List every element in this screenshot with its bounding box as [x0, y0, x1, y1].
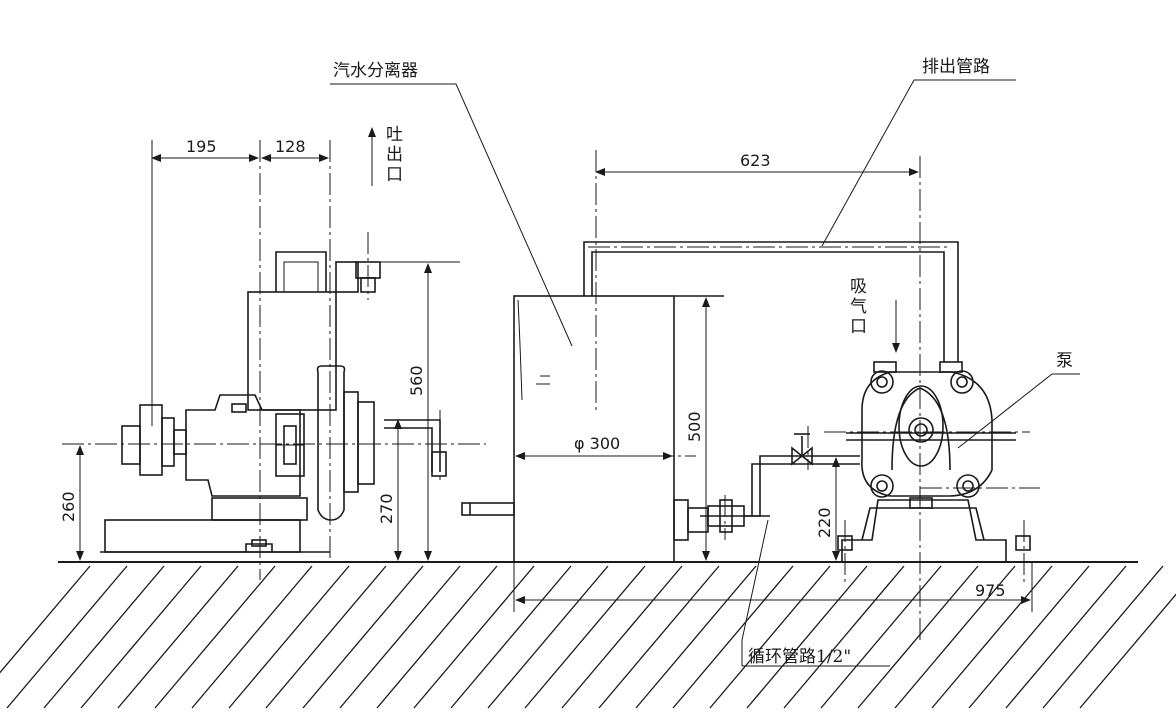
- hatch-line: [6, 565, 128, 709]
- hatch-line: [672, 565, 794, 709]
- pump-label: 泵: [1056, 351, 1073, 371]
- circulation-pipe-label: 循环管路1/2": [748, 647, 851, 667]
- dim-300: φ 300: [574, 434, 620, 453]
- hatch-line: [228, 565, 350, 709]
- pump-rotor: [898, 385, 944, 467]
- hatch-line: [1079, 593, 1176, 709]
- ground-hatching: [0, 565, 1176, 709]
- centre-lines: [62, 140, 1040, 640]
- dim-270: 270: [377, 493, 396, 524]
- hatch-line: [117, 565, 239, 709]
- hatch-line: [487, 565, 609, 709]
- hatch-line: [302, 565, 424, 709]
- hatch-line: [339, 565, 461, 709]
- hatch-line: [820, 565, 942, 709]
- dim-220: 220: [815, 507, 834, 538]
- dim-195: 195: [186, 137, 217, 156]
- pump-housing: [247, 291, 337, 411]
- leader-lines: [330, 79, 1080, 667]
- dim-500: 500: [685, 411, 704, 442]
- coupling-flange: [139, 404, 163, 476]
- hatch-line: [43, 565, 165, 709]
- hatch-line: [265, 565, 387, 709]
- pump-base: [841, 499, 1007, 562]
- hatch-line: [450, 565, 572, 709]
- circulation-pipe: [700, 433, 860, 533]
- hatch-line: [154, 565, 276, 709]
- hatch-line: [783, 565, 905, 709]
- dimension-lines: [76, 140, 1033, 612]
- valve-icon: [791, 433, 813, 466]
- outlet-label: 吐出口: [386, 125, 403, 185]
- hatch-line: [1042, 565, 1164, 709]
- hatch-line: [709, 565, 831, 709]
- dim-260: 260: [59, 491, 78, 522]
- motor-base: [104, 519, 301, 553]
- hatch-line: [894, 565, 1016, 709]
- hatch-line: [635, 565, 757, 709]
- separator-column: [316, 365, 346, 521]
- pump-casing: [861, 371, 993, 497]
- dimension-values: 195 128 623 φ 300 975 560 500 260 270 22…: [59, 137, 1006, 600]
- dim-560: 560: [407, 365, 426, 396]
- hatch-line: [1005, 565, 1127, 709]
- discharge-pipe-label: 排出管路: [922, 57, 990, 77]
- component-labels: 汽水分离器 排出管路 泵 循环管路1/2" 吐出口 吸气口: [333, 57, 1073, 667]
- hatch-line: [191, 565, 313, 709]
- hatch-line: [968, 565, 1090, 709]
- separator-label: 汽水分离器: [333, 61, 418, 81]
- hatch-line: [80, 565, 202, 709]
- hatch-line: [524, 565, 646, 709]
- coupling-flange: [121, 425, 141, 465]
- hatch-line: [598, 565, 720, 709]
- hatch-line: [0, 565, 91, 674]
- motor-assembly: [100, 251, 515, 553]
- discharge-pipe: [583, 241, 959, 362]
- hatch-line: [857, 565, 979, 709]
- dim-975: 975: [975, 581, 1006, 600]
- ground: [0, 561, 1176, 709]
- hatch-line: [561, 565, 683, 709]
- hatch-line: [376, 565, 498, 709]
- dim-128: 128: [275, 137, 306, 156]
- dim-623: 623: [740, 151, 771, 170]
- tank-body: [513, 295, 675, 563]
- hatch-line: [746, 565, 868, 709]
- vacuum-pump: [837, 361, 1031, 562]
- inlet-label: 吸气口: [850, 277, 867, 337]
- hatch-line: [413, 565, 535, 709]
